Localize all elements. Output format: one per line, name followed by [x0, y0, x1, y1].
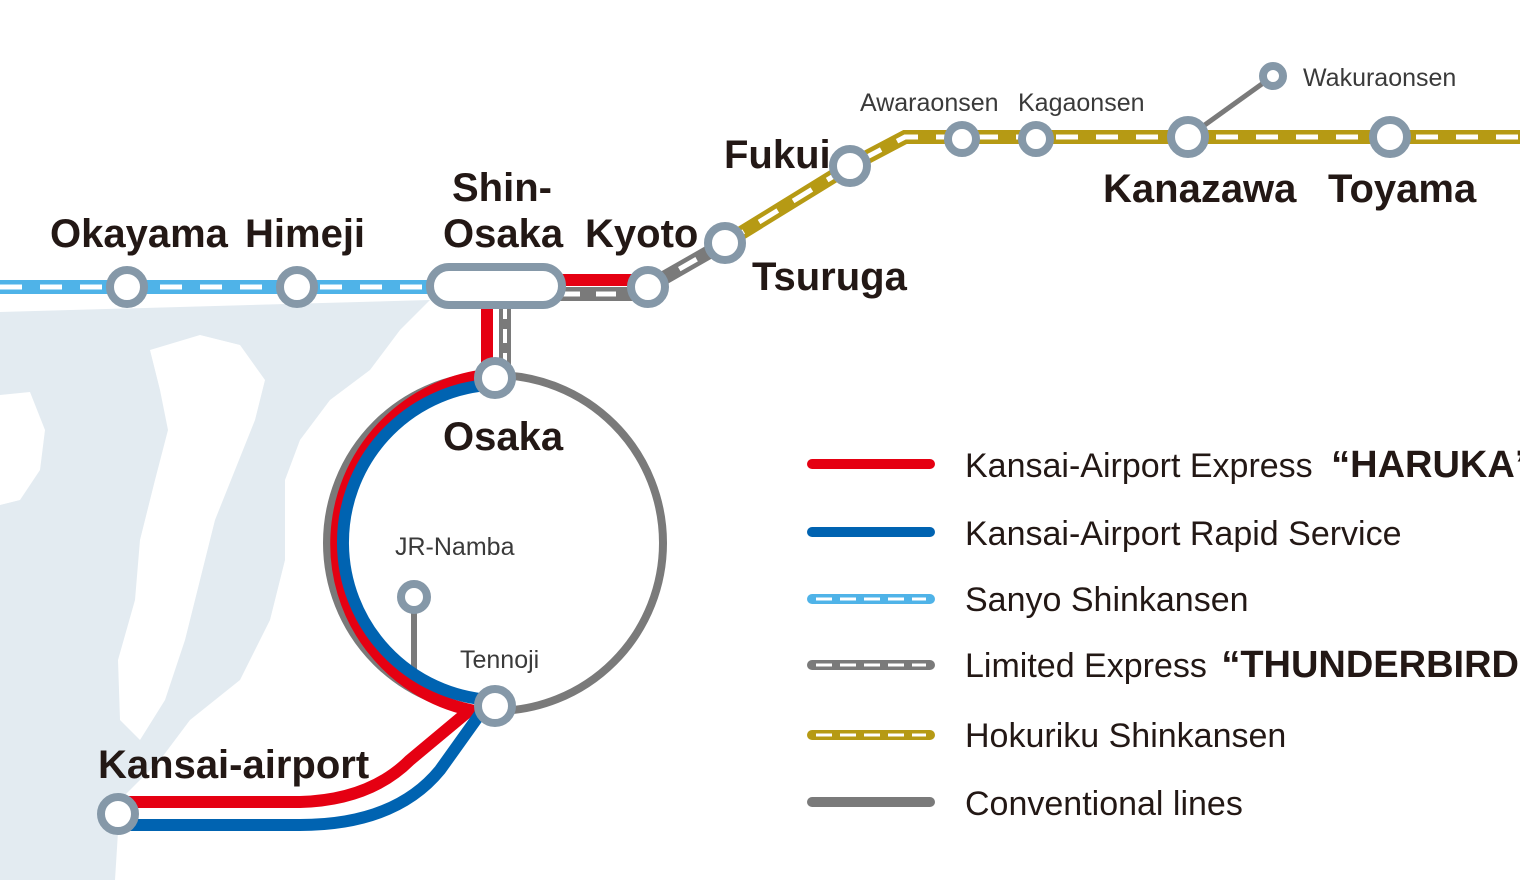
- station-kanazawa[interactable]: [1167, 116, 1209, 158]
- label-kyoto: Kyoto: [585, 212, 698, 256]
- station-okayama[interactable]: [106, 266, 148, 308]
- station-awaraonsen[interactable]: [944, 121, 980, 157]
- legend-emphasis: “HARUKA”: [1331, 444, 1520, 486]
- label-kanazawa: Kanazawa: [1103, 167, 1297, 211]
- legend-label: Kansai-Airport Express: [965, 447, 1313, 485]
- legend-label: Hokuriku Shinkansen: [965, 717, 1286, 755]
- label-shin-osaka-line1: Shin-: [452, 166, 552, 210]
- station-kyoto[interactable]: [627, 266, 669, 308]
- label-kagaonsen: Kagaonsen: [1018, 89, 1145, 117]
- label-osaka: Osaka: [443, 415, 564, 459]
- legend-label: Limited Express: [965, 647, 1207, 685]
- station-tennoji[interactable]: [474, 685, 516, 727]
- water-area: [118, 335, 265, 740]
- haruka-line: [118, 369, 488, 808]
- label-toyama: Toyama: [1328, 167, 1477, 211]
- station-wakuraonsen[interactable]: [1259, 62, 1287, 90]
- station-kansai-airport[interactable]: [97, 793, 139, 835]
- station-shin-osaka[interactable]: [426, 263, 566, 309]
- rapid-service-line: [118, 379, 502, 831]
- station-kagaonsen[interactable]: [1018, 121, 1054, 157]
- label-himeji: Himeji: [245, 212, 365, 256]
- legend-row-thunderbird: Limited Express “THUNDERBIRD”: [965, 644, 1520, 686]
- legend-label: Kansai-Airport Rapid Service: [965, 515, 1402, 553]
- legend-label: Conventional lines: [965, 785, 1243, 823]
- label-fukui: Fukui: [724, 133, 831, 177]
- label-tennoji: Tennoji: [460, 646, 539, 674]
- station-toyama[interactable]: [1369, 116, 1411, 158]
- label-jr-namba: JR-Namba: [395, 533, 515, 561]
- label-tsuruga: Tsuruga: [752, 255, 908, 299]
- label-wakuraonsen: Wakuraonsen: [1303, 64, 1456, 92]
- label-okayama: Okayama: [50, 212, 229, 256]
- legend-label: Sanyo Shinkansen: [965, 581, 1249, 619]
- legend-row-haruka: Kansai-Airport Express “HARUKA”: [965, 444, 1520, 486]
- label-shin-osaka-line2: Osaka: [443, 212, 564, 256]
- label-awaraonsen: Awaraonsen: [860, 89, 999, 117]
- hokuriku-shinkansen-dash: [723, 134, 1520, 246]
- station-jr-namba[interactable]: [397, 580, 431, 614]
- station-fukui[interactable]: [829, 145, 871, 187]
- station-osaka[interactable]: [474, 357, 516, 399]
- water-area: [0, 392, 45, 505]
- station-tsuruga[interactable]: [704, 222, 746, 264]
- label-kansai-airport: Kansai-airport: [98, 743, 369, 787]
- station-himeji[interactable]: [276, 266, 318, 308]
- legend: Kansai-Airport Express “HARUKA” Kansai-A…: [807, 444, 1520, 823]
- legend-emphasis: “THUNDERBIRD”: [1221, 644, 1520, 686]
